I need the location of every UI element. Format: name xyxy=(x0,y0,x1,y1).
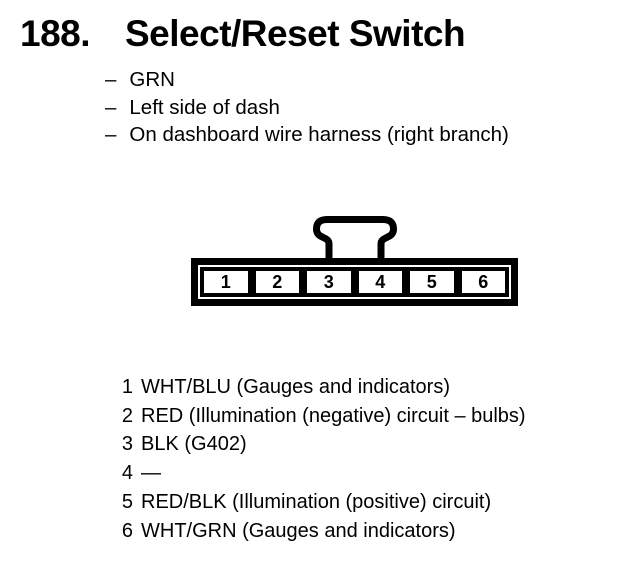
connector-pin-cavity: 1 xyxy=(200,267,252,297)
detail-item: – GRN xyxy=(105,66,509,94)
pin-description: — xyxy=(141,462,161,485)
connector-pin-cavity: 3 xyxy=(303,267,355,297)
pin-row: 4 — xyxy=(114,459,526,488)
pin-description: RED (Illumination (negative) circuit – b… xyxy=(141,404,526,427)
pin-description: BLK (G402) xyxy=(141,433,247,456)
dash-bullet: – xyxy=(105,68,117,91)
pin-row: 3 BLK (G402) xyxy=(114,430,526,459)
pin-description: WHT/BLU (Gauges and indicators) xyxy=(141,376,451,398)
pin-description: WHT/GRN (Gauges and indicators) xyxy=(141,519,456,542)
pin-row: 1 WHT/BLU (Gauges and indicators) xyxy=(114,373,526,402)
connector-diagram: 1 2 3 4 5 6 xyxy=(191,258,518,306)
page-title: Select/Reset Switch xyxy=(125,13,466,54)
connector-pin-cavity: 4 xyxy=(354,267,406,297)
pin-row: 2 RED (Illumination (negative) circuit –… xyxy=(114,402,526,431)
dash-bullet: – xyxy=(105,95,117,119)
detail-text: Left side of dash xyxy=(129,95,280,119)
pin-number: 6 xyxy=(121,519,133,542)
connector-latch-icon xyxy=(313,216,397,260)
connector-pin-cavity: 5 xyxy=(406,267,458,297)
detail-list: – GRN – Left side of dash – On dashboard… xyxy=(105,66,509,149)
pin-number: 1 xyxy=(121,376,133,398)
pin-number: 5 xyxy=(121,490,133,513)
section-header: 188. Select/Reset Switch xyxy=(20,13,466,54)
dash-bullet: – xyxy=(105,123,117,147)
detail-item: – Left side of dash xyxy=(105,94,509,122)
detail-text: On dashboard wire harness (right branch) xyxy=(129,123,509,147)
pin-number: 3 xyxy=(121,433,133,456)
detail-item: – On dashboard wire harness (right branc… xyxy=(105,121,509,149)
pin-description-list: 1 WHT/BLU (Gauges and indicators) 2 RED … xyxy=(114,373,526,545)
section-number: 188. xyxy=(20,13,91,54)
connector-pin-cavity: 6 xyxy=(457,267,509,297)
detail-text: GRN xyxy=(129,68,175,91)
pin-number: 2 xyxy=(121,404,133,427)
pin-number: 4 xyxy=(121,462,133,485)
connector-pin-cavity: 2 xyxy=(251,267,303,297)
pin-row: 6 WHT/GRN (Gauges and indicators) xyxy=(114,517,526,546)
pin-description: RED/BLK (Illumination (positive) circuit… xyxy=(141,490,492,513)
pin-row: 5 RED/BLK (Illumination (positive) circu… xyxy=(114,488,526,517)
